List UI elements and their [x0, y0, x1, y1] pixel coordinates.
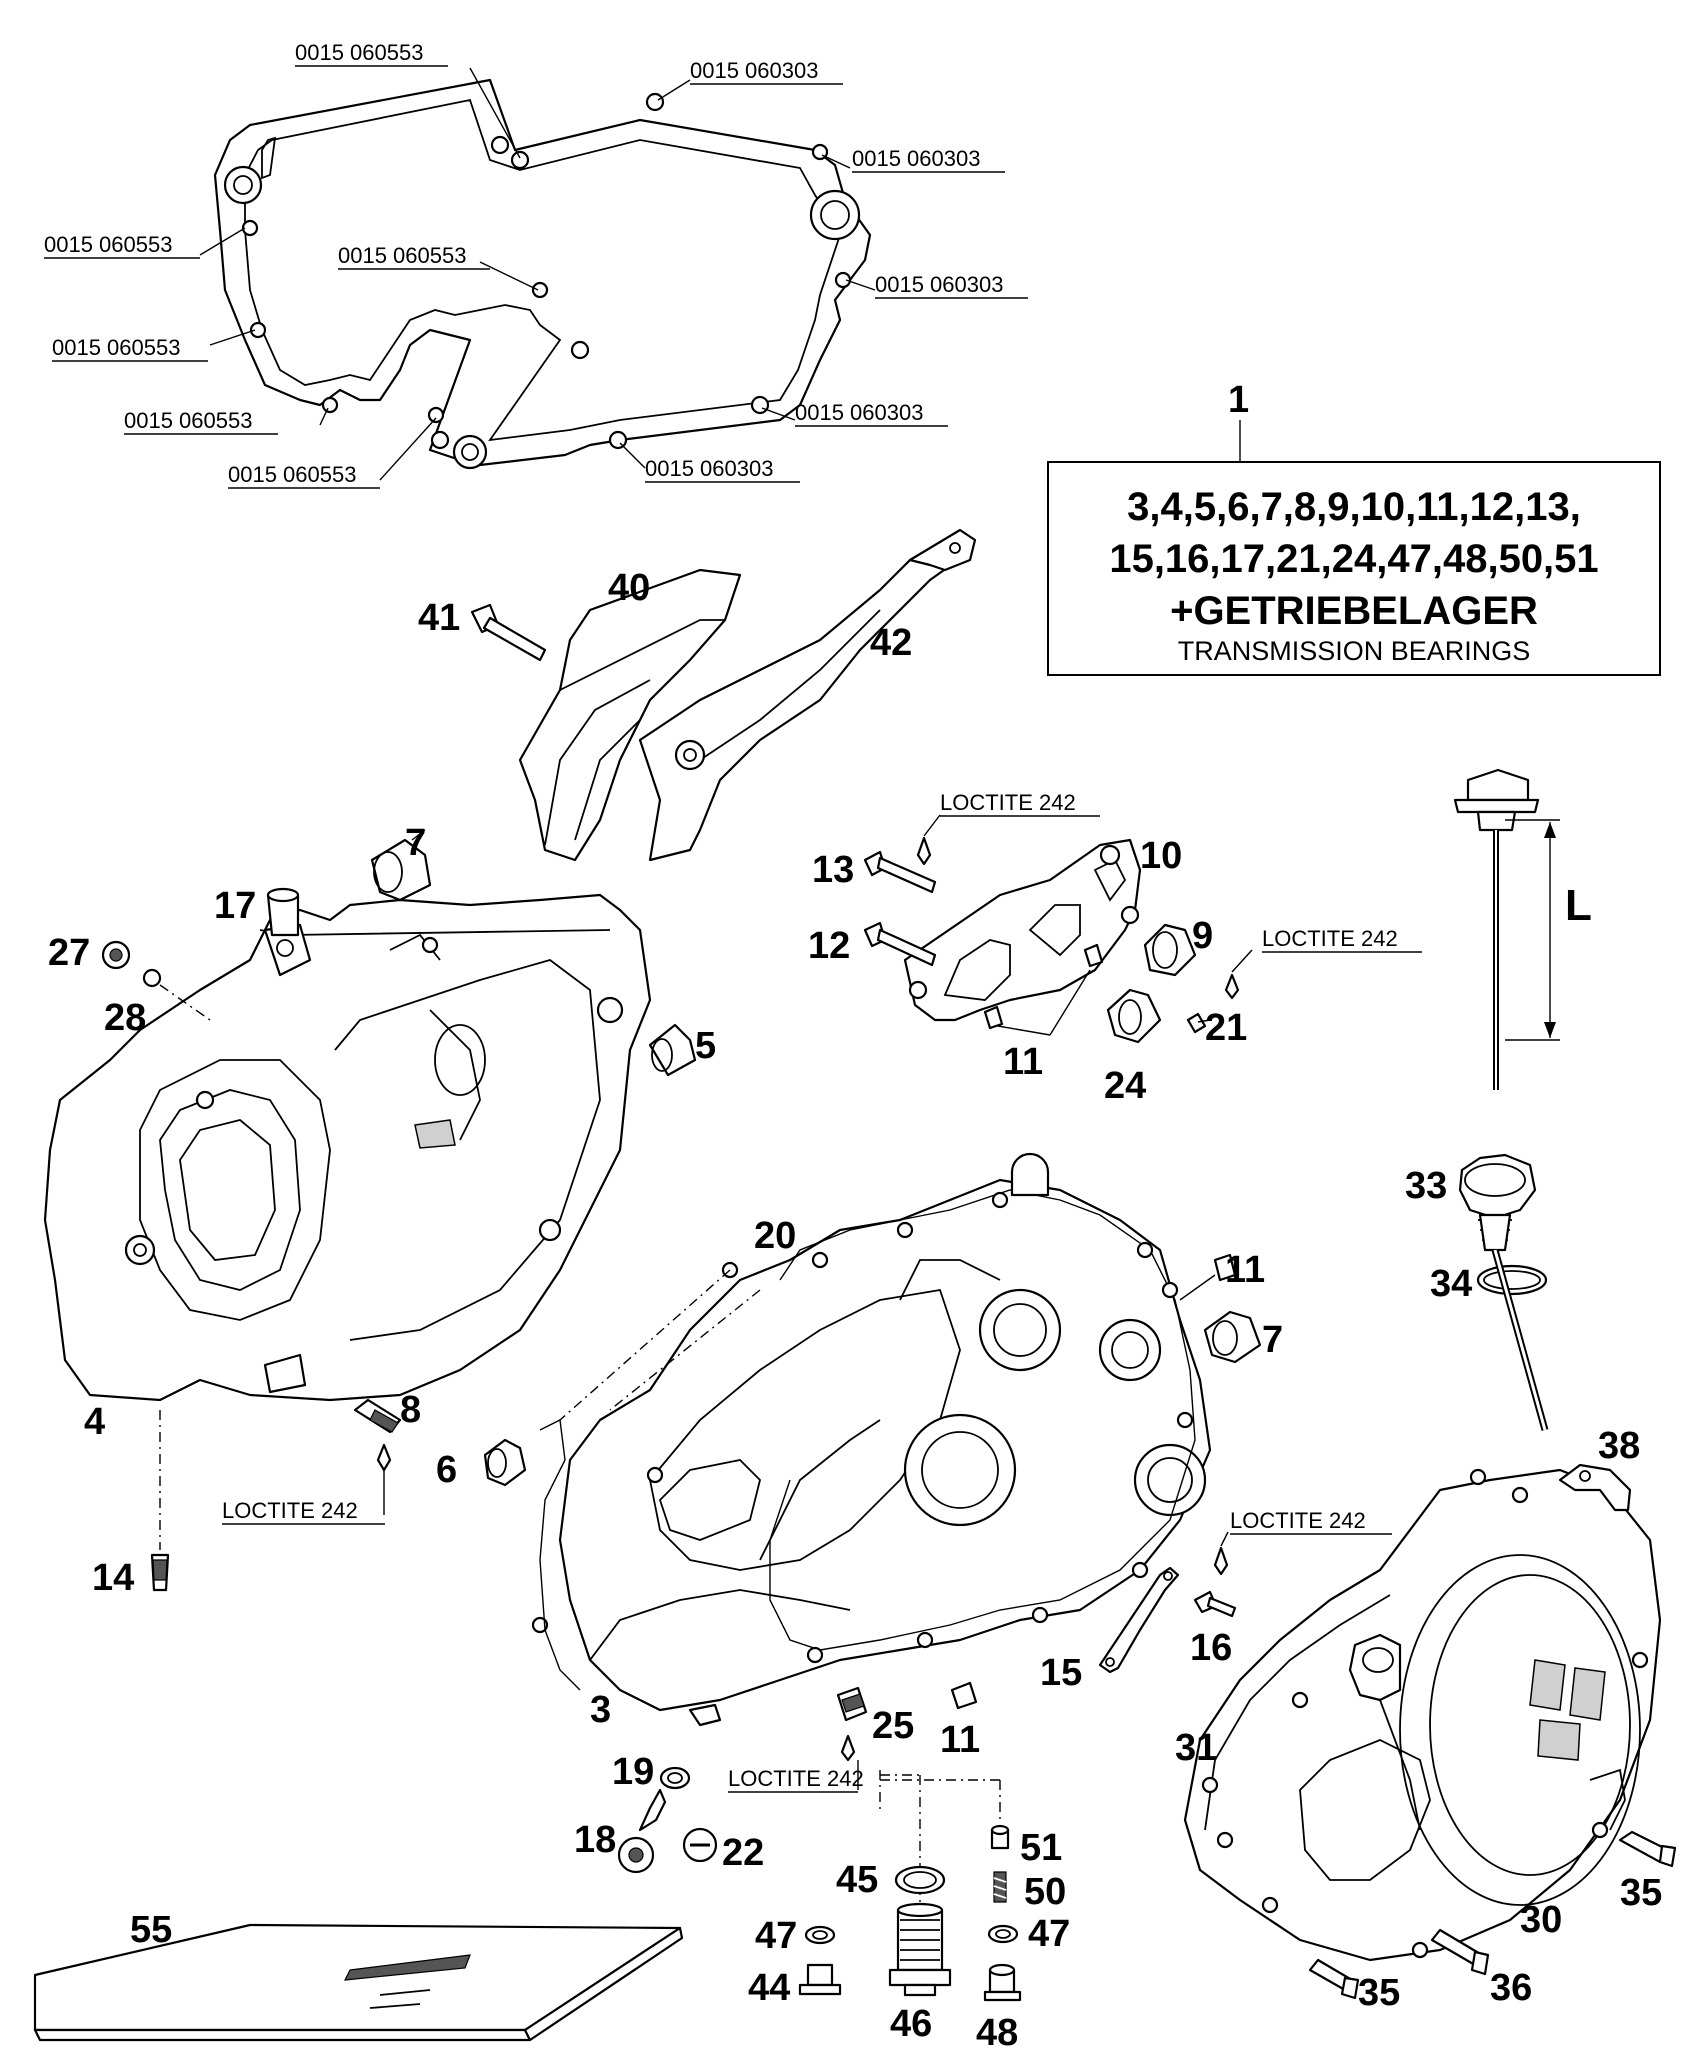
callout-33: 33: [1405, 1165, 1447, 1207]
callout-28: 28: [104, 997, 146, 1039]
kit-line-4: TRANSMISSION BEARINGS: [1178, 636, 1531, 666]
kit-line-3: +GETRIEBELAGER: [1170, 589, 1538, 633]
callout-22: 22: [722, 1832, 764, 1874]
loctite-note-e: LOCTITE 242: [728, 1766, 864, 1791]
callout-41: 41: [418, 597, 460, 639]
callout-3: 3: [590, 1689, 611, 1731]
callout-47-left: 47: [755, 1915, 797, 1957]
pn-label-5: 0015 060553: [338, 243, 466, 268]
dimension-l: L: [1565, 881, 1592, 930]
pn-label-2: 0015 060303: [690, 58, 818, 83]
callout-7-left: 7: [405, 822, 426, 864]
case-half-left: [43, 893, 652, 1402]
dipstick-and-dimension: L: [1453, 768, 1592, 1090]
callout-12: 12: [808, 925, 850, 967]
callout-20: 20: [754, 1215, 796, 1257]
pn-label-9: 0015 060303: [795, 400, 923, 425]
callout-7-right: 7: [1262, 1319, 1283, 1361]
callout-40: 40: [608, 567, 650, 609]
callout-42: 42: [870, 622, 912, 664]
callout-13: 13: [812, 849, 854, 891]
callout-55: 55: [130, 1909, 172, 1951]
chain-guide-and-bracket: 41 40 42: [418, 528, 977, 862]
gasket-part-numbers: 0015 060553 0015 060303 0015 060303 0015…: [44, 40, 1028, 489]
gasket-leaders: [199, 67, 876, 481]
case-half-right: 3 20: [531, 1152, 1212, 1731]
callout-4: 4: [84, 1401, 105, 1443]
callout-50: 50: [1024, 1871, 1066, 1913]
callout-6: 6: [436, 1449, 457, 1491]
callout-35-right: 35: [1620, 1872, 1662, 1914]
callout-36: 36: [1490, 1967, 1532, 2009]
pn-label-8: 0015 060553: [124, 408, 252, 433]
loctite-note-a: LOCTITE 242: [222, 1498, 358, 1523]
callout-25: 25: [872, 1705, 914, 1747]
callout-15: 15: [1040, 1652, 1082, 1694]
kit-line-2: 15,16,17,21,24,47,48,50,51: [1109, 537, 1598, 581]
callout-9: 9: [1192, 915, 1213, 957]
callout-14: 14: [92, 1557, 134, 1599]
right-case-small-parts: 11 7 6 15 16 LOCTITE 242 25 LOCTITE 242 …: [436, 1249, 1392, 2054]
callout-11-upper: 11: [1003, 1041, 1043, 1083]
callout-38: 38: [1598, 1425, 1640, 1467]
callout-16: 16: [1190, 1627, 1232, 1669]
pn-label-7: 0015 060553: [52, 335, 180, 360]
callout-5: 5: [695, 1025, 716, 1067]
callout-27: 27: [48, 932, 90, 974]
clutch-cover: 31 30 38 35 35 36: [1175, 1425, 1677, 2014]
callout-31: 31: [1175, 1727, 1217, 1769]
callout-8: 8: [400, 1389, 421, 1431]
callout-51: 51: [1020, 1827, 1062, 1869]
callout-30: 30: [1520, 1899, 1562, 1941]
callout-17: 17: [214, 885, 256, 927]
callout-48: 48: [976, 2012, 1018, 2054]
pn-label-1: 0015 060553: [295, 40, 423, 65]
owner-manual: 55: [33, 1909, 684, 2042]
callout-34: 34: [1430, 1263, 1472, 1305]
kit-number: 1: [1228, 379, 1249, 421]
pn-label-6: 0015 060303: [875, 272, 1003, 297]
callout-46: 46: [890, 2003, 932, 2045]
kit-box: 1 3,4,5,6,7,8,9,10,11,12,13, 15,16,17,21…: [1047, 379, 1661, 676]
loctite-note-d: LOCTITE 242: [1230, 1508, 1366, 1533]
pn-label-3: 0015 060303: [852, 146, 980, 171]
loctite-note-c: LOCTITE 242: [1262, 926, 1398, 951]
pn-label-4: 0015 060553: [44, 232, 172, 257]
callout-19: 19: [612, 1751, 654, 1793]
callout-45: 45: [836, 1859, 878, 1901]
bearing-support-plate: 13 12 LOCTITE 242 10 9 24 11 21 LOCTITE …: [808, 790, 1422, 1107]
callout-10: 10: [1140, 835, 1182, 877]
callout-21: 21: [1205, 1007, 1247, 1049]
callout-11-lower: 11: [940, 1719, 980, 1761]
callout-35-bottom: 35: [1358, 1972, 1400, 2014]
filler-plug: 33 34: [1405, 1153, 1549, 1431]
pn-label-11: 0015 060303: [645, 456, 773, 481]
callout-24: 24: [1104, 1065, 1146, 1107]
callout-44: 44: [748, 1967, 790, 2009]
gasket: [213, 78, 872, 470]
pn-label-10: 0015 060553: [228, 462, 356, 487]
loctite-note-b: LOCTITE 242: [940, 790, 1076, 815]
callout-47-right: 47: [1028, 1913, 1070, 1955]
left-case-small-parts: 7 17 27 28 5 8 LOCTITE 242 4 14: [48, 822, 716, 1599]
kit-line-1: 3,4,5,6,7,8,9,10,11,12,13,: [1127, 485, 1581, 529]
callout-18: 18: [574, 1819, 616, 1861]
callout-11-right: 11: [1225, 1249, 1265, 1291]
